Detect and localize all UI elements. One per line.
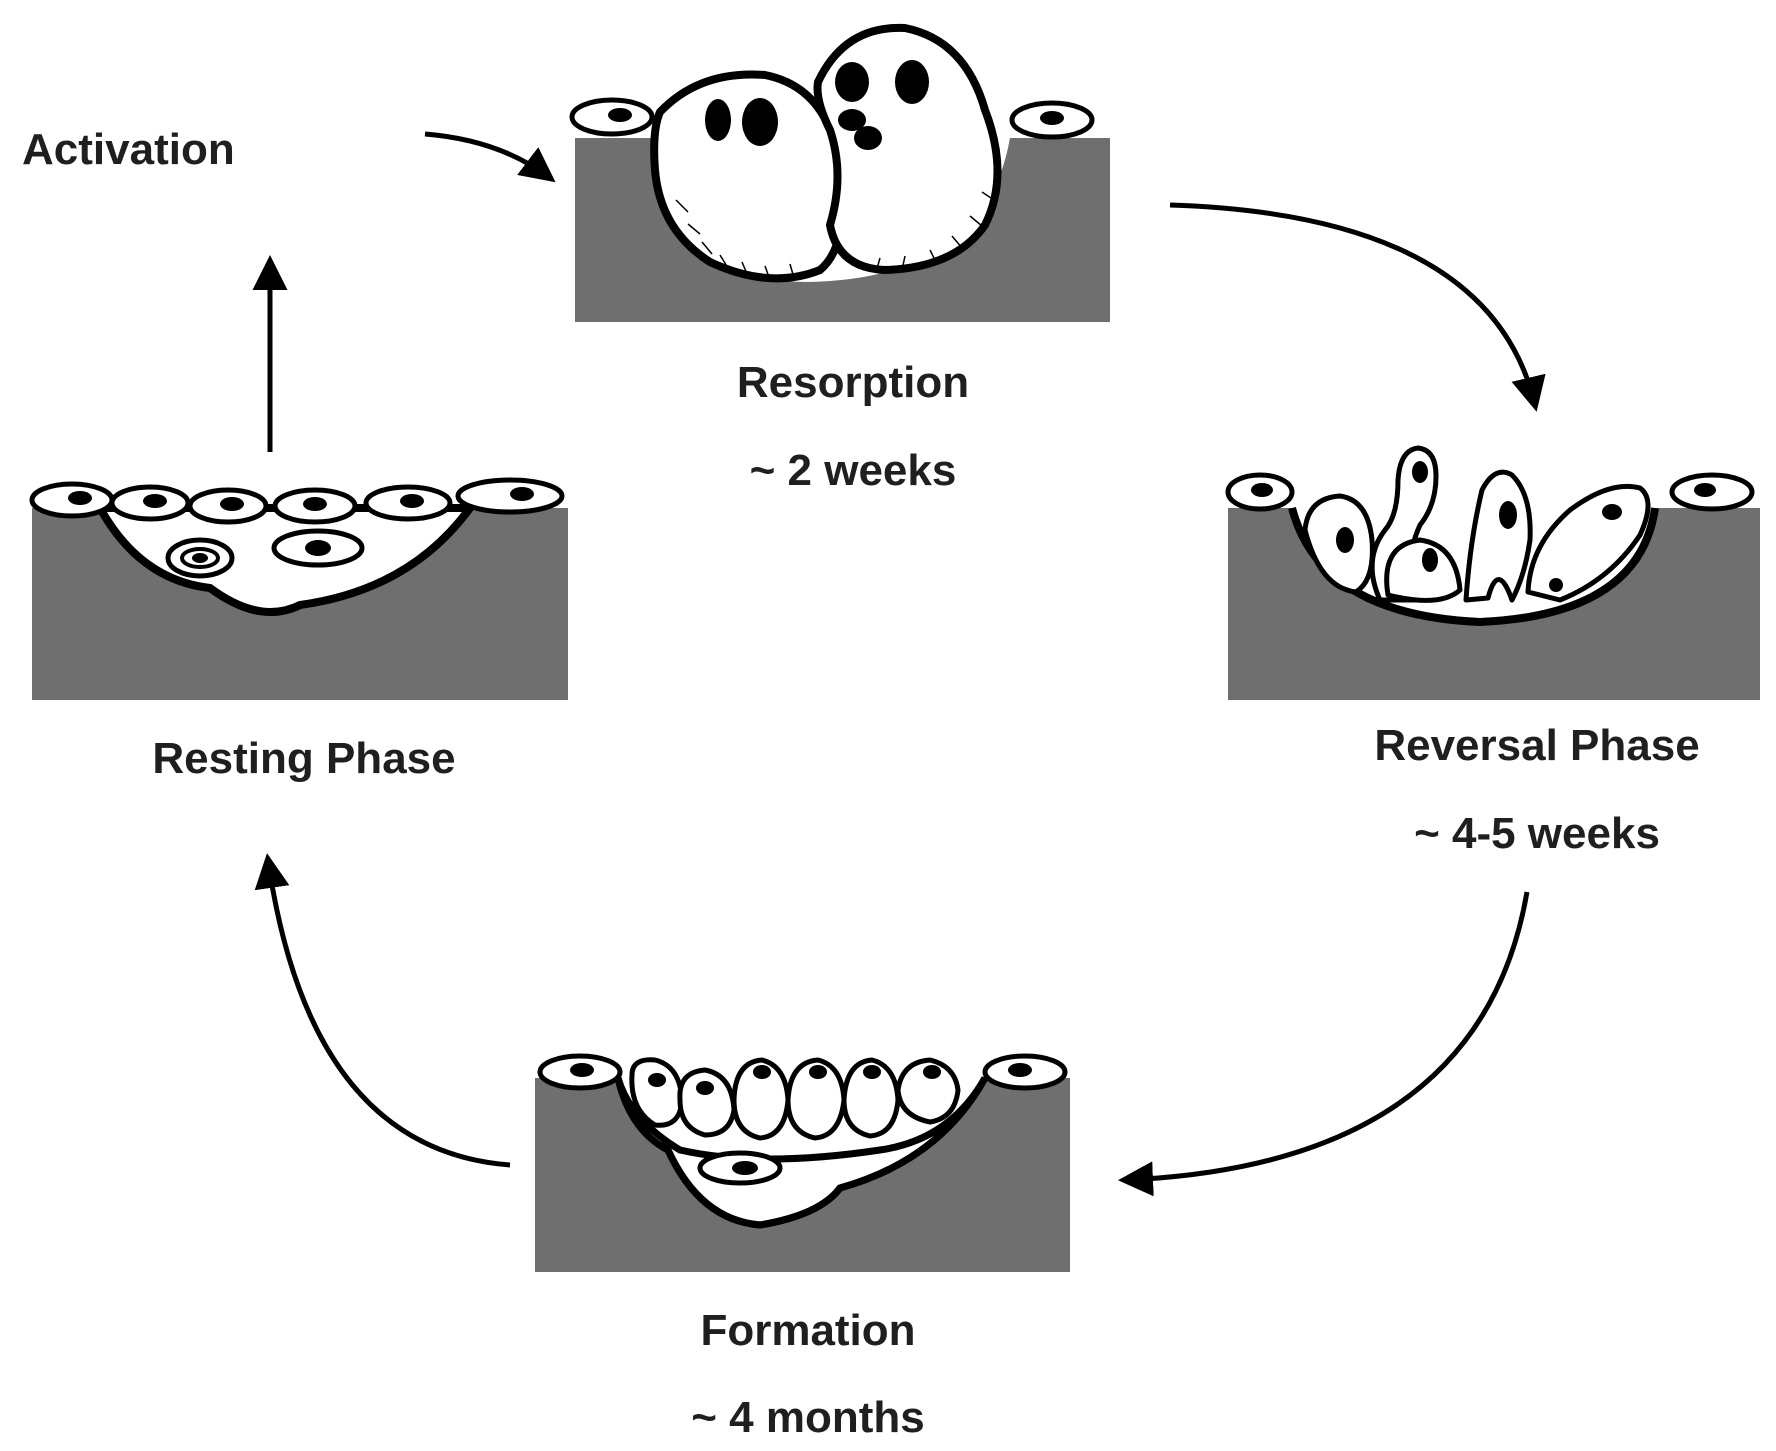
osteoclast-left: [650, 70, 847, 283]
osteocyte-nucleus: [192, 553, 208, 563]
reversal-cell-nucleus: [1422, 548, 1438, 572]
reversal-cell: [1384, 537, 1463, 603]
lining-cell-nucleus: [510, 487, 534, 501]
label-activation: Activation: [22, 125, 235, 174]
reversal-cell-nucleus: [1412, 461, 1428, 483]
ruffled-border: [675, 191, 995, 281]
label-resorption-duration: ~ 2 weeks: [750, 446, 957, 495]
osteoclast-nucleus: [705, 99, 731, 141]
osteocyte-inner: [180, 547, 220, 569]
lining-cell-nucleus: [1694, 483, 1716, 497]
resting-bone-block: [32, 508, 568, 700]
resting-panel: [29, 477, 568, 700]
osteoblast-nucleus: [809, 1065, 827, 1079]
reversal-cell-nucleus: [1549, 578, 1563, 592]
reversal-cell-nucleus: [1602, 504, 1622, 520]
osteoblast: [895, 1057, 961, 1125]
arrow-reversal-to-formation: [1118, 891, 1530, 1197]
lining-cell-nucleus: [400, 494, 424, 508]
label-formation: Formation: [700, 1306, 915, 1355]
osteoblast: [677, 1067, 737, 1138]
arrow-formation-to-resting: [254, 853, 511, 1168]
osteoblast-nucleus: [753, 1065, 771, 1079]
osteoblast-nucleus: [696, 1081, 714, 1095]
osteoblast-nucleus: [923, 1065, 941, 1079]
osteoclast-nucleus: [835, 62, 869, 102]
label-formation-duration: ~ 4 months: [691, 1393, 925, 1442]
formation-bone-block: [535, 1078, 1070, 1272]
reversal-cell-nucleus: [1336, 527, 1354, 553]
reversal-cell: [1463, 469, 1533, 603]
lining-cell-nucleus: [570, 1063, 594, 1077]
osteocyte-nucleus: [732, 1161, 758, 1175]
lining-cell: [455, 477, 565, 515]
lining-cell-nucleus: [1008, 1063, 1032, 1077]
label-resting-phase: Resting Phase: [152, 734, 455, 783]
label-resorption: Resorption: [737, 358, 969, 407]
osteocyte-nucleus: [305, 540, 331, 556]
arrow-resorption-to-reversal: [1169, 202, 1546, 412]
osteoclast-nucleus: [895, 60, 929, 104]
embedded-osteocyte: [165, 537, 235, 579]
formation-panel: [535, 1053, 1070, 1272]
resorption-panel: [569, 23, 1110, 322]
lining-cell-nucleus: [303, 497, 327, 511]
label-reversal-phase: Reversal Phase: [1374, 721, 1699, 770]
formation-pit-outline: [614, 1076, 989, 1229]
osteoblast-nucleus: [863, 1065, 881, 1079]
lining-cell-nucleus: [220, 497, 244, 511]
reversal-panel: [1225, 445, 1760, 700]
lining-cell-nucleus: [1040, 111, 1064, 125]
reversal-bone-block: [1228, 508, 1760, 700]
arrow-activation-to-resorption: [424, 131, 556, 183]
osteoclast-nucleus: [854, 126, 882, 150]
lining-cell-nucleus: [143, 494, 167, 508]
osteoblast-nucleus: [648, 1073, 666, 1087]
osteoclast-nucleus: [838, 109, 866, 131]
lining-cell-nucleus: [608, 108, 632, 122]
lining-cell-nucleus: [1251, 483, 1273, 497]
osteoblast-row: [629, 1057, 961, 1141]
osteoclast-nucleus: [742, 98, 778, 146]
label-reversal-duration: ~ 4-5 weeks: [1414, 809, 1660, 858]
reversal-cell-nucleus: [1499, 501, 1517, 529]
lining-cell-nucleus: [68, 491, 92, 505]
resorption-bone-block: [575, 138, 1110, 322]
